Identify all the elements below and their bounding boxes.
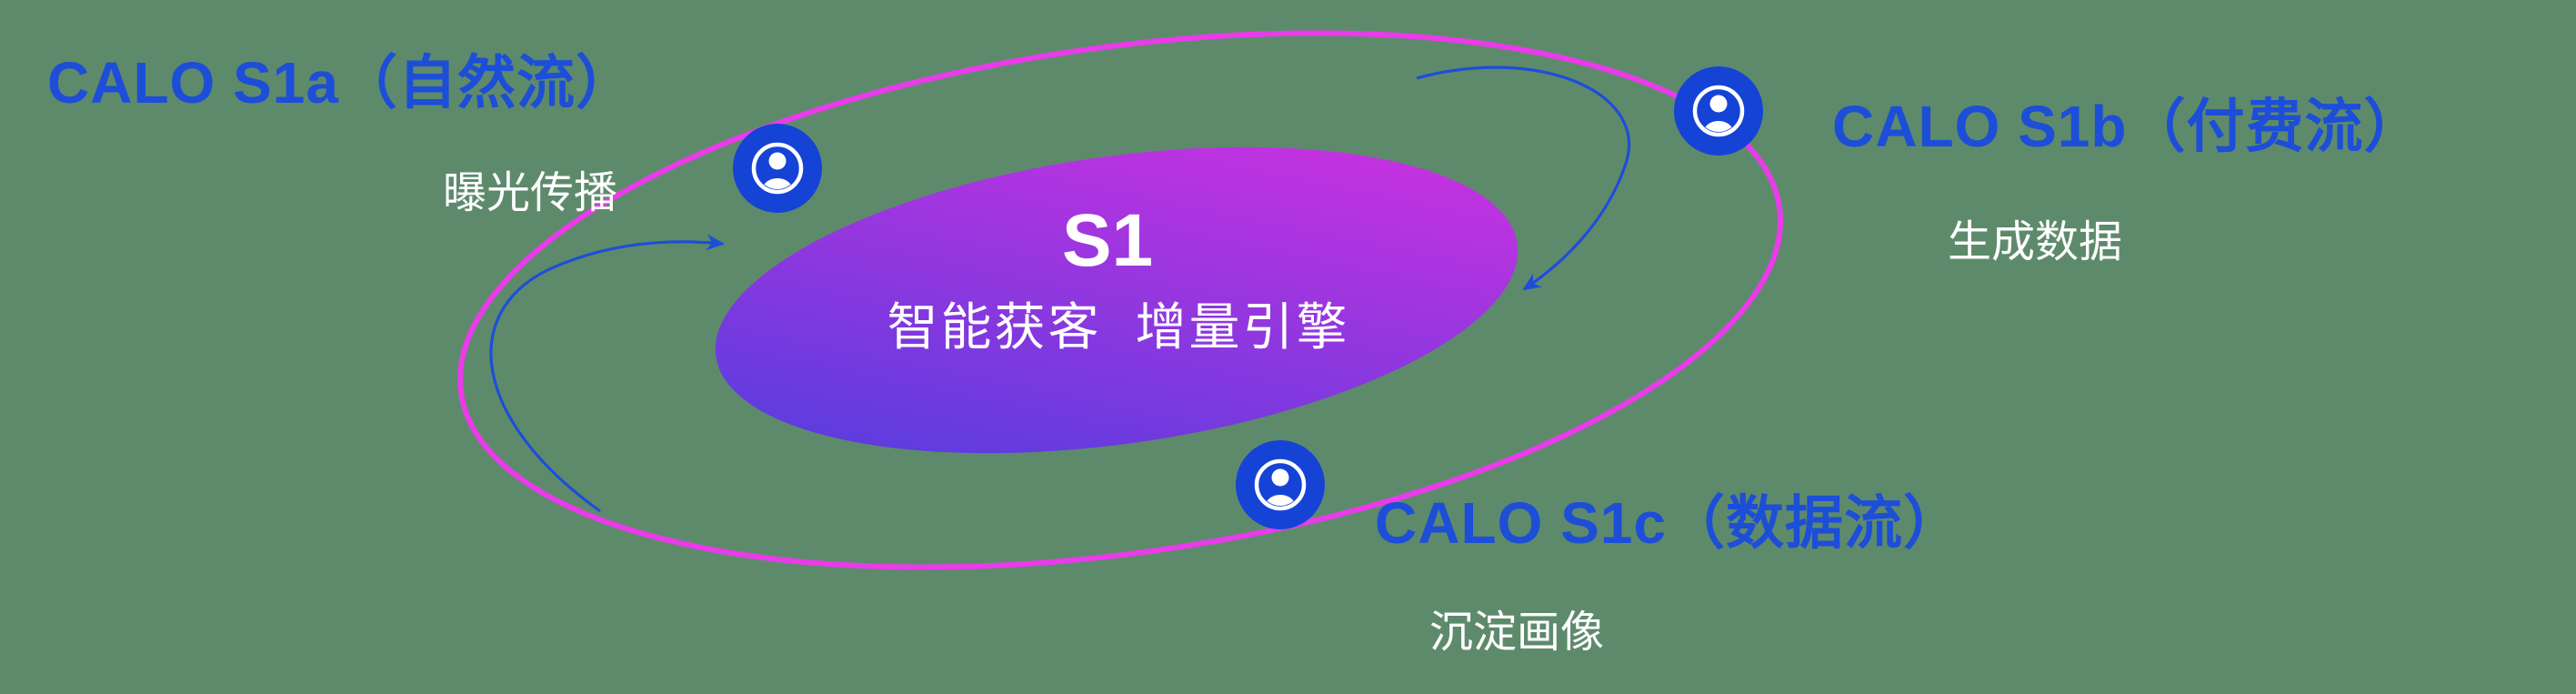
curved-flow-arrow-top-right (1416, 65, 1630, 291)
core-subtitle: 智能获客 增量引擎 (887, 298, 1350, 356)
core-gradient-ellipse (715, 146, 1519, 454)
orbit-ellipse (457, 30, 1783, 570)
sublabel-s1c: 沉淀画像 (1429, 609, 1605, 657)
user-circle-icon-s1c (1236, 440, 1325, 529)
user-circle-icon-s1a (733, 124, 822, 213)
curved-flow-arrow-left (489, 234, 725, 513)
label-calo-s1b: CALO S1b（付费流） (1832, 94, 2423, 159)
sublabel-s1a: 曝光传播 (443, 169, 618, 217)
core-title: S1 (1061, 199, 1154, 282)
user-circle-icon-s1b (1674, 66, 1763, 156)
label-calo-s1a: CALO S1a（自然流） (47, 50, 635, 116)
label-calo-s1c: CALO S1c（数据流） (1375, 490, 1962, 556)
sublabel-s1b: 生成数据 (1948, 218, 2123, 267)
